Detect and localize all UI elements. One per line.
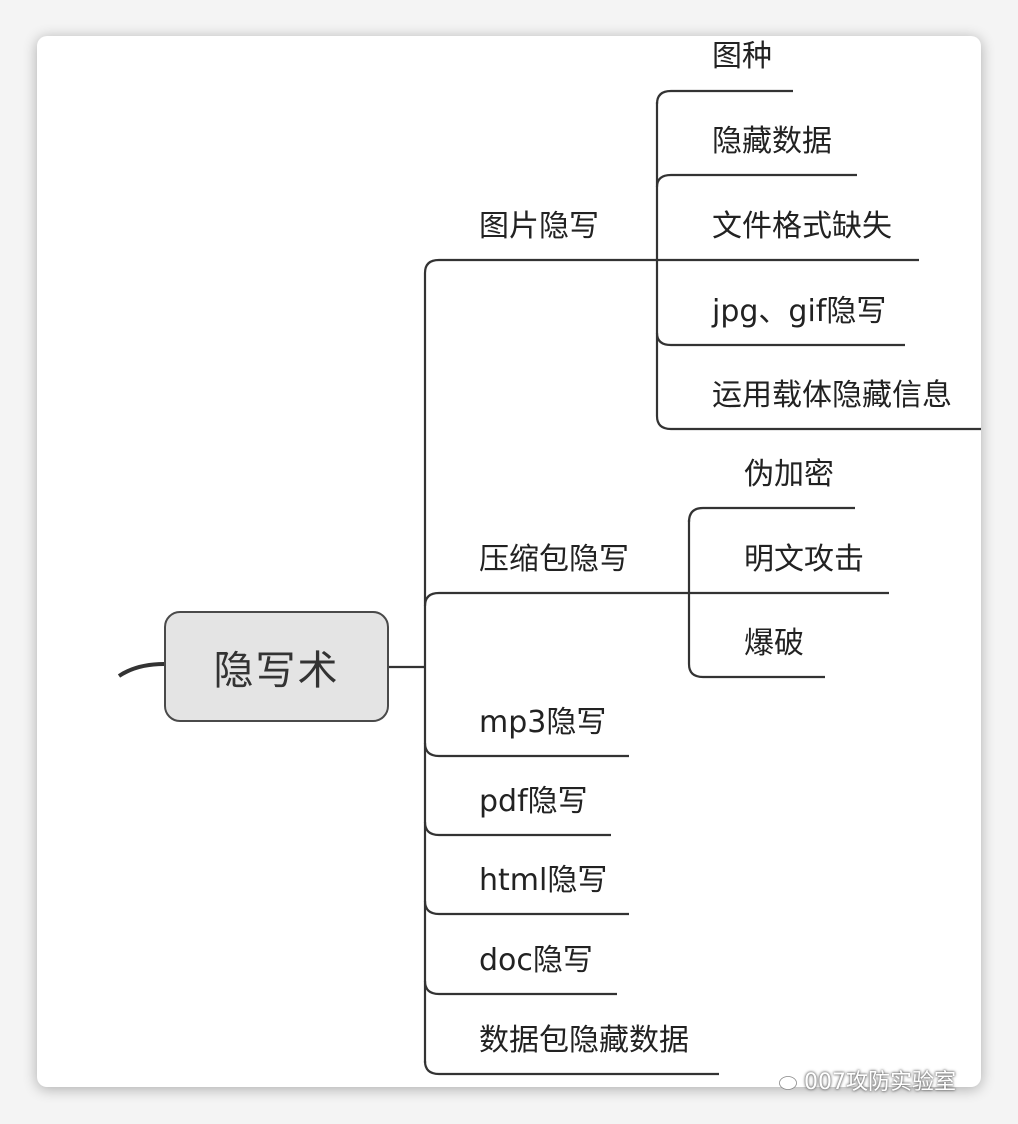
mindmap-canvas: 隐写术 图片隐写 压缩包隐写 mp3隐写 pdf隐写 html隐写 doc隐写 … [37, 36, 981, 1087]
branch-line-html [423, 900, 629, 916]
child-line-tuzhong [655, 89, 793, 105]
root-node[interactable]: 隐写术 [164, 611, 389, 722]
branch-label-doc-steg[interactable]: doc隐写 [479, 943, 593, 978]
branch-line-mp3 [423, 742, 629, 758]
child-line-hidden-data [655, 173, 857, 188]
root-incoming-line [117, 662, 165, 678]
branch-label-archive-steg[interactable]: 压缩包隐写 [479, 542, 629, 577]
child-line-bruteforce [687, 663, 825, 679]
branch-line-image [423, 258, 657, 274]
branch-label-pdf-steg[interactable]: pdf隐写 [479, 784, 588, 819]
child-label-fake-encryption[interactable]: 伪加密 [744, 457, 834, 492]
child-label-tuzhong[interactable]: 图种 [712, 39, 772, 74]
child-line-jpg-gif [655, 332, 905, 347]
child-line-carrier [655, 415, 981, 431]
branch-label-mp3-steg[interactable]: mp3隐写 [479, 705, 607, 740]
wechat-icon [768, 1069, 797, 1090]
root-label: 隐写术 [213, 647, 340, 694]
child-line-fake-encrypt [687, 506, 855, 523]
branch-line-doc [423, 980, 617, 996]
branch-line-pdf [423, 821, 611, 837]
child-label-bruteforce[interactable]: 爆破 [744, 626, 804, 661]
branch-label-packet-hidden-data[interactable]: 数据包隐藏数据 [479, 1023, 689, 1058]
child-label-hidden-data[interactable]: 隐藏数据 [712, 124, 832, 159]
watermark: 007攻防实验室 [768, 1064, 956, 1096]
branch-label-image-steg[interactable]: 图片隐写 [479, 209, 599, 244]
child-label-file-format-missing[interactable]: 文件格式缺失 [712, 209, 892, 244]
child-label-carrier-hidden-info[interactable]: 运用载体隐藏信息 [712, 378, 952, 413]
branch-line-archive [423, 591, 689, 607]
branch-label-html-steg[interactable]: html隐写 [479, 863, 608, 898]
child-label-plaintext-attack[interactable]: 明文攻击 [744, 542, 864, 577]
watermark-text: 007攻防实验室 [804, 1070, 956, 1095]
connector-lines [117, 89, 981, 1076]
child-label-jpg-gif-steg[interactable]: jpg、gif隐写 [712, 294, 887, 329]
branch-line-packet [423, 1060, 719, 1076]
